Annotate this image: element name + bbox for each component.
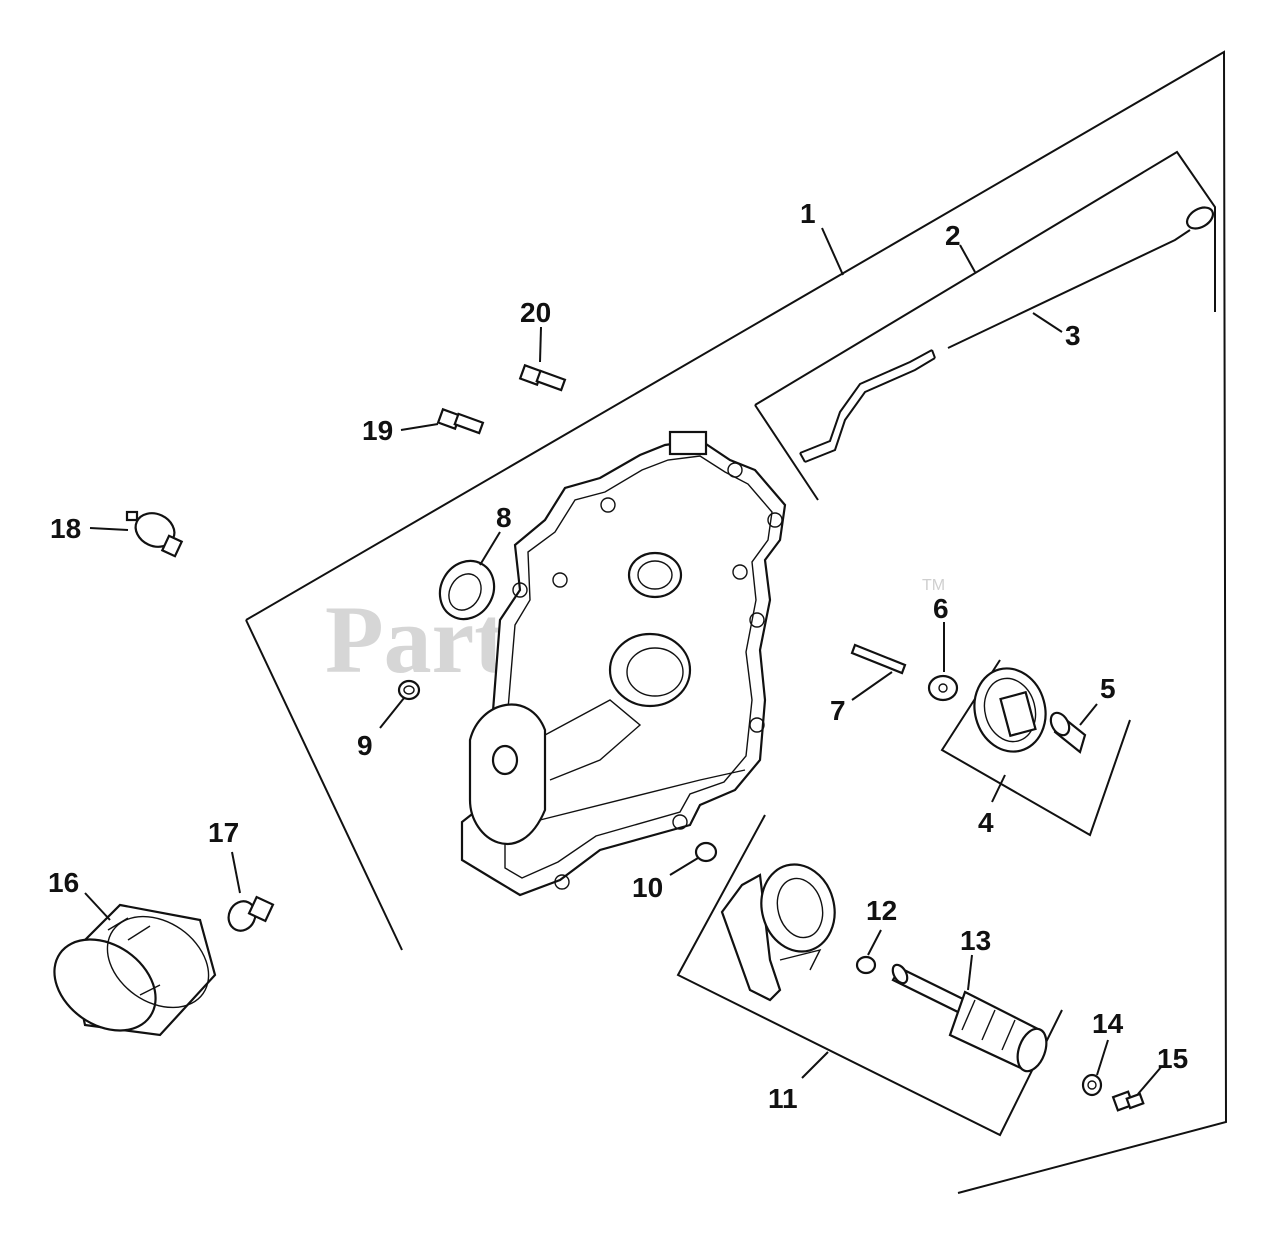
callout-5: 5 xyxy=(1100,673,1116,704)
oil-pump-part-11 xyxy=(720,863,836,1002)
callout-12: 12 xyxy=(866,895,897,926)
screw-part-15 xyxy=(1111,1090,1145,1112)
callout-16: 16 xyxy=(48,867,79,898)
oil-pickup-part-13 xyxy=(891,963,1048,1073)
callout-7: 7 xyxy=(830,695,846,726)
nut-part-9 xyxy=(397,679,421,701)
callout-13: 13 xyxy=(960,925,991,956)
oil-seal-part-8 xyxy=(438,559,496,621)
callout-15: 15 xyxy=(1157,1043,1188,1074)
o-ring-part-12 xyxy=(855,955,877,975)
gear-part-4 xyxy=(973,667,1047,753)
assembly-bracket-1 xyxy=(245,50,1228,1194)
callout-9: 9 xyxy=(357,730,373,761)
washer-part-14 xyxy=(1081,1073,1103,1097)
screw-part-19 xyxy=(436,407,485,435)
callout-3: 3 xyxy=(1065,320,1081,351)
callout-6: 6 xyxy=(933,593,949,624)
washer-part-6 xyxy=(927,674,959,702)
leader-lines xyxy=(84,227,1163,1095)
gear-cover-part xyxy=(460,430,787,897)
callout-4: 4 xyxy=(978,807,994,838)
callout-1: 1 xyxy=(800,198,816,229)
callout-17: 17 xyxy=(208,817,239,848)
pin-part-7 xyxy=(850,643,907,675)
callout-20: 20 xyxy=(520,297,551,328)
callout-10: 10 xyxy=(632,872,663,903)
oil-sensor-part-18 xyxy=(125,510,184,558)
callout-19: 19 xyxy=(362,415,393,446)
assembly-bracket-4 xyxy=(940,659,1131,837)
callout-2: 2 xyxy=(945,220,961,251)
callout-18: 18 xyxy=(50,513,81,544)
oil-filter-part-16 xyxy=(53,903,217,1037)
callout-14: 14 xyxy=(1092,1008,1124,1039)
assembly-bracket-2 xyxy=(754,150,1216,501)
shaft-part-5 xyxy=(1049,711,1087,754)
assembly-bracket-11 xyxy=(676,814,1063,1137)
callout-11: 11 xyxy=(768,1083,798,1114)
drain-plug-part-17 xyxy=(227,895,275,932)
watermark-trademark: TM xyxy=(922,577,945,594)
o-ring-part-10 xyxy=(694,841,718,863)
screw-part-20 xyxy=(518,363,567,392)
dipstick-part xyxy=(799,206,1215,463)
callout-8: 8 xyxy=(496,502,512,533)
